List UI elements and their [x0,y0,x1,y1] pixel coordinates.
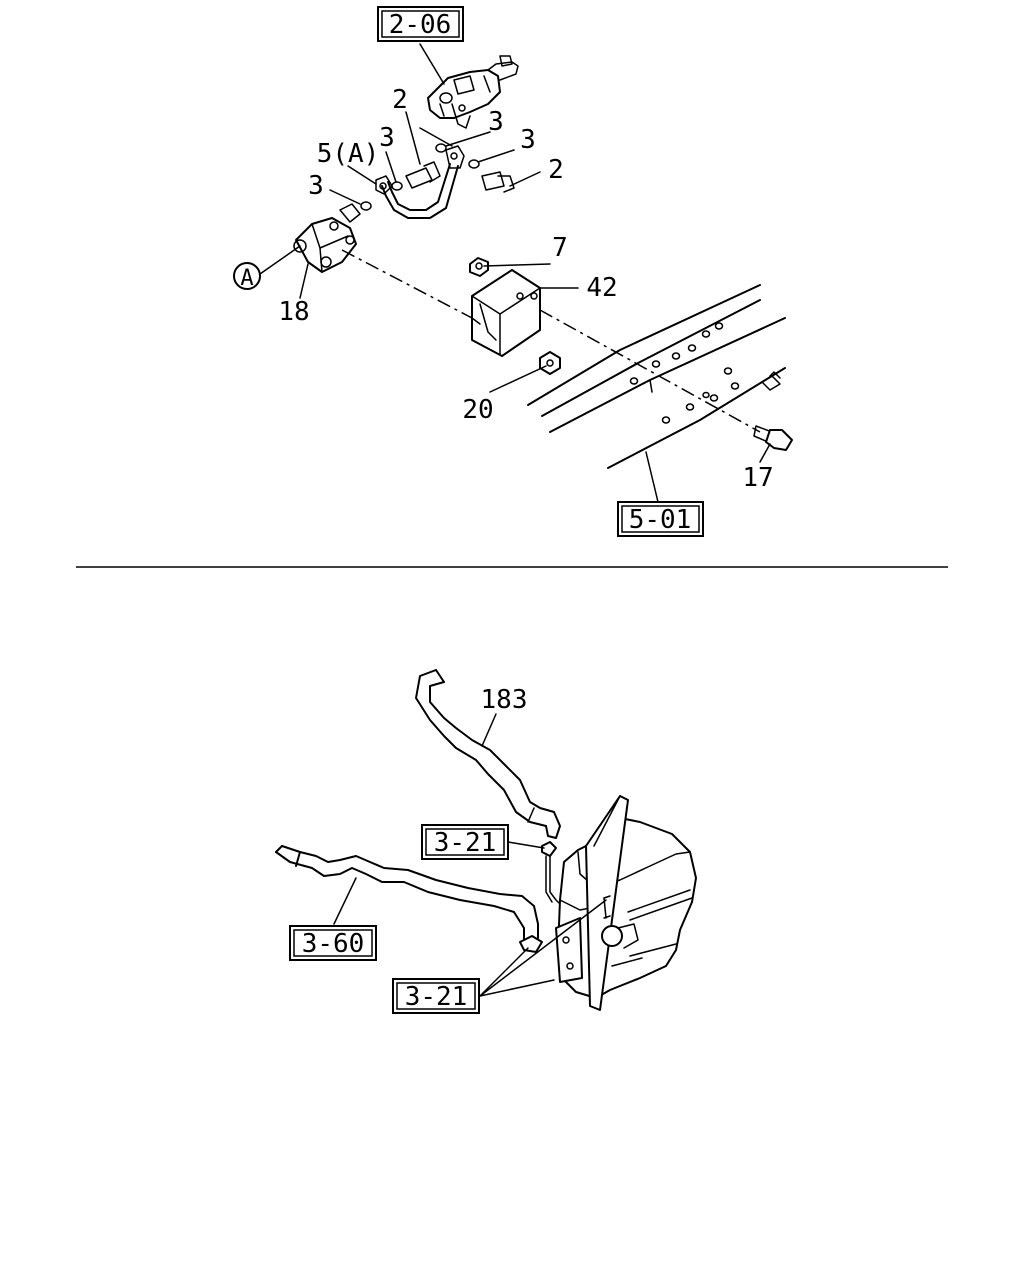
label-part-3-left: 3 [308,171,324,201]
callout-box-3-60 [289,925,377,961]
marker-a-circle [233,262,261,290]
callout-box-5-01 [617,501,704,537]
leader-lines-top [259,43,771,503]
label-part-3-mid: 3 [379,123,395,153]
marker-a: A [240,266,253,291]
nut-7 [469,257,489,277]
reservoir-tank [555,795,697,1011]
label-part-17: 17 [742,463,773,493]
callout-box-2-06 [377,6,464,42]
hose-183 [415,669,561,839]
label-part-3-right-top: 3 [488,107,504,137]
callout-box-3-21-lower [392,978,480,1014]
callout-3-21-lower: 3-21 [405,982,468,1012]
label-part-42: 42 [586,273,617,303]
axis-line-right [539,309,761,433]
frame-holes [629,322,740,424]
label-part-2-upper: 2 [392,85,408,115]
bolt-17 [753,425,793,451]
top-assembly: 2-06 5-01 2 3 3 3 5(A) 2 3 7 42 18 20 17… [233,6,793,537]
label-part-7: 7 [552,233,568,263]
axis-line-left [341,249,473,319]
callout-3-60: 3-60 [302,929,365,959]
callout-5-01: 5-01 [629,505,692,535]
washers-bolts [360,143,515,211]
callout-3-21-upper: 3-21 [434,828,497,858]
label-part-18: 18 [278,297,309,327]
label-part-2-right: 2 [548,155,564,185]
frame-rail [527,284,786,469]
label-part-5a: 5(A) [317,139,380,169]
bottom-assembly: 3-21 3-60 3-21 183 [275,669,697,1014]
label-part-20: 20 [462,395,493,425]
hose-3-60 [275,845,539,941]
callout-2-06: 2-06 [389,10,452,40]
clutch-pipe [375,145,465,219]
clutch-master-cylinder [427,55,519,129]
bracket-18 [293,203,361,273]
bracket-42 [471,269,541,357]
leader-lines-bottom [333,713,607,997]
label-part-3-right: 3 [520,125,536,155]
hose-clamps [519,841,561,953]
nut-20 [539,351,561,375]
callout-box-3-21-upper [421,824,509,860]
label-part-183: 183 [481,685,528,715]
